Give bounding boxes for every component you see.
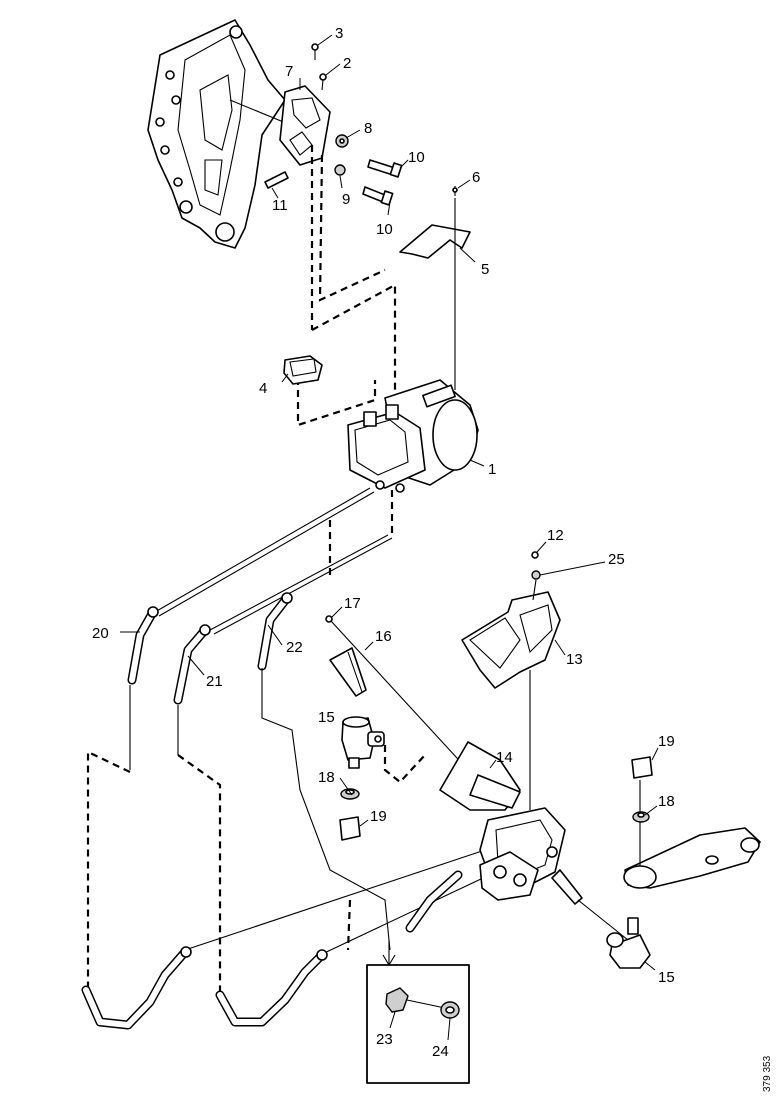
callout-25: 25 — [608, 551, 625, 568]
assembly-lines-top — [296, 145, 456, 427]
callout-10-upper: 10 — [408, 149, 425, 166]
callout-2: 2 — [343, 55, 351, 72]
callout-11: 11 — [272, 197, 288, 214]
bolt-17 — [325, 615, 469, 771]
screw-6 — [452, 186, 458, 196]
callout-15-upper: 15 — [318, 709, 335, 726]
pitman-arm — [623, 780, 761, 889]
callout-15-lower: 15 — [658, 969, 675, 986]
hose-22 — [257, 592, 293, 671]
callout-23: 23 — [376, 1031, 393, 1048]
steering-gear — [439, 741, 629, 941]
clip-23 — [385, 987, 446, 1013]
grommet-24 — [440, 1001, 460, 1019]
bolt-11 — [264, 171, 289, 189]
callout-17: 17 — [344, 595, 361, 612]
callout-14: 14 — [496, 749, 513, 766]
callout-16: 16 — [375, 628, 392, 645]
hose-20 — [127, 606, 159, 685]
hydraulic-pump-assembly — [347, 379, 479, 493]
hose-21 — [173, 624, 211, 705]
lower-hose-right — [215, 949, 328, 1027]
bracket-plate — [399, 224, 471, 259]
callout-1: 1 — [488, 461, 496, 478]
callout-13: 13 — [566, 651, 583, 668]
mounting-bracket-16 — [329, 647, 367, 697]
bolt-2 — [319, 73, 327, 91]
bolt-10-lower — [362, 186, 394, 206]
callout-12: 12 — [547, 527, 564, 544]
callout-5: 5 — [481, 261, 489, 278]
callout-24: 24 — [432, 1043, 449, 1060]
callout-4: 4 — [259, 380, 267, 397]
clamp-bracket — [279, 85, 331, 166]
callout-18-right: 18 — [658, 793, 675, 810]
callout-19-upper: 19 — [370, 808, 387, 825]
pipe-lines — [154, 487, 394, 635]
callout-19-right: 19 — [658, 733, 675, 750]
callout-labels: 1 2 3 4 5 6 7 8 9 10 10 11 12 13 14 15 1… — [92, 25, 675, 1060]
callout-10-lower: 10 — [376, 221, 393, 238]
callout-8: 8 — [364, 120, 372, 137]
washer-8 — [335, 134, 349, 148]
callout-3: 3 — [335, 25, 343, 42]
nut-19-upper — [339, 816, 361, 841]
reference-code: 379 353 — [762, 1055, 773, 1092]
heat-shield — [461, 551, 561, 810]
mounting-bracket — [147, 19, 316, 249]
hose-pipe-center — [405, 870, 463, 933]
callout-6: 6 — [472, 169, 480, 186]
ball-joint-lower — [606, 917, 651, 969]
relay-block — [283, 355, 323, 385]
callout-7: 7 — [285, 63, 293, 80]
lower-hose-left — [81, 946, 192, 1030]
washer-18-upper — [340, 788, 360, 800]
callout-21: 21 — [206, 673, 223, 690]
assembly-lines-lower — [86, 668, 501, 995]
washer-9 — [334, 164, 346, 176]
callout-18-upper: 18 — [318, 769, 335, 786]
leader-lines — [120, 34, 659, 1041]
valve-fitting-upper — [341, 716, 426, 784]
nut-19-right — [631, 756, 653, 779]
bolt-3 — [311, 43, 319, 60]
callout-22: 22 — [286, 639, 303, 656]
callout-20: 20 — [92, 625, 109, 642]
callout-9: 9 — [342, 191, 350, 208]
detail-inset — [366, 940, 470, 1084]
bolt-10-upper — [367, 159, 403, 178]
